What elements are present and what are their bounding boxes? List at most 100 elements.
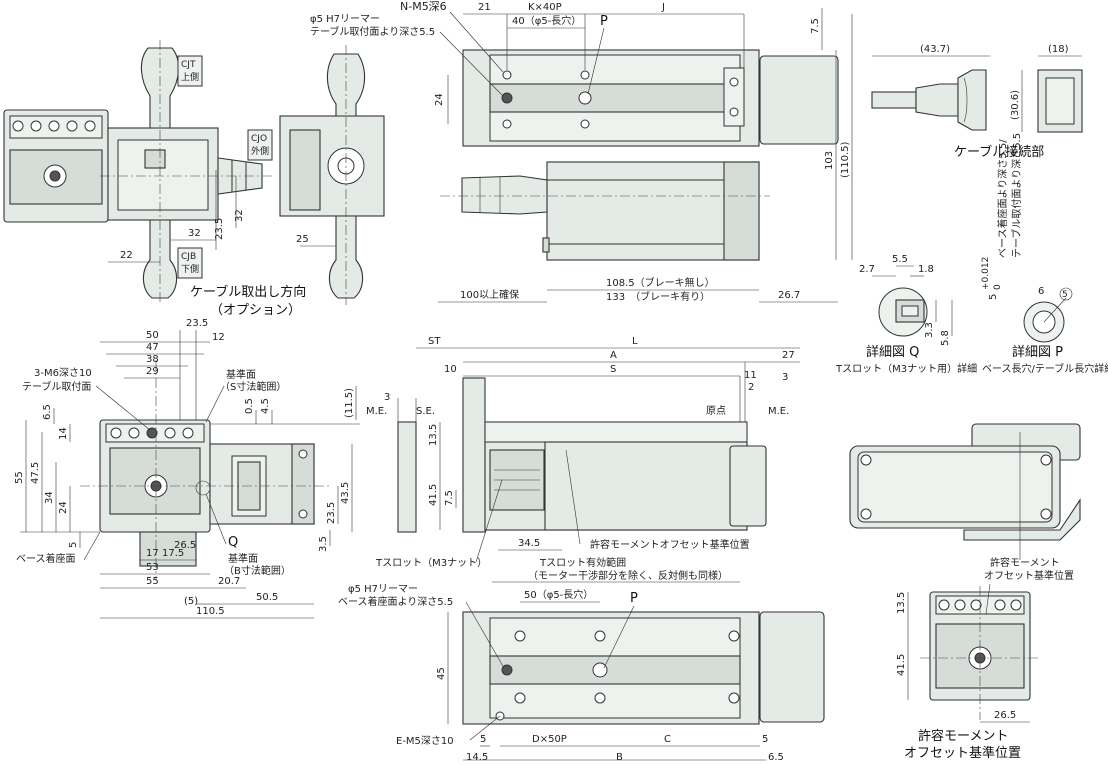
front-end-view: 50 47 38 29 23.5 12 3-M6深さ10 テーブル取付面 基準面… [14, 318, 360, 619]
ref-s-label-2: （S寸法範囲） [220, 380, 286, 393]
dim-47-5: 47.5 [30, 462, 41, 484]
table-face-label: テーブル取付面 [22, 380, 91, 393]
p-bottom-label: P [630, 591, 638, 606]
dim-2-7: 2.7 [859, 264, 875, 275]
dim-p-5: 5 [1062, 290, 1068, 300]
dim-c: C [664, 734, 671, 745]
dim-6-5b: 6.5 [768, 752, 784, 763]
dim-17: 17 [146, 548, 159, 559]
dim-5-5: 5.5 [892, 254, 908, 265]
bottom-plan-view: 50（φ5-長穴） 45 φ5 H7リーマー ベース着座面より深さ5.5 P E… [338, 584, 825, 763]
dim-1-8: 1.8 [918, 264, 934, 275]
moment-ref-mid-label: 許容モーメントオフセット基準位置 [590, 538, 750, 551]
dim-13-5: 13.5 [428, 424, 439, 446]
dim-53: 53 [146, 562, 159, 573]
dim-5b: 5 [68, 542, 79, 548]
dim-103: 103 [824, 151, 835, 170]
dim-50: 50 [146, 330, 159, 341]
dim-26-7: 26.7 [778, 290, 800, 301]
moment-bottom-label-2: オフセット基準位置 [904, 745, 1021, 761]
cable-direction-label: ケーブル取出し方向 [190, 284, 306, 300]
dim-18: (18) [1048, 44, 1069, 55]
dim-22: 22 [120, 250, 133, 261]
base-seat-label: ベース着座面 [16, 552, 76, 565]
q-label: Q [228, 535, 238, 550]
dim-3b: 3 [782, 372, 788, 383]
detail-p-title: 詳細図 P [1012, 344, 1063, 360]
cable-connection-label: ケーブル接続部 [954, 144, 1044, 160]
end-view-cable-options: CJT 上側 CJO 外側 CJB 下側 22 32 23.5 32 ケーブル取… [3, 40, 306, 318]
dim-14: 14 [58, 427, 69, 440]
m6-label: 3-M6深さ10 [34, 367, 92, 379]
dim-50-5: 50.5 [256, 592, 278, 603]
dim-40: 40（φ5-長穴） [512, 14, 581, 27]
moment-right-label-1: 許容モーメント [990, 556, 1060, 569]
tslot-label: Tスロット（M3ナット） [375, 557, 487, 569]
dim-2: 2 [748, 382, 754, 393]
cable-connector-detail: (43.7) (18) (30.6) ケーブル接続部 [871, 44, 1083, 160]
dim-3-5: 3.5 [318, 536, 329, 552]
phi5-top-label-1: φ5 H7リーマー [310, 14, 380, 25]
se-label: S.E. [416, 406, 435, 417]
dim-s: S [610, 364, 616, 375]
moment-bottom-label-1: 許容モーメント [918, 728, 1008, 744]
cjo-label-2: 外側 [251, 145, 269, 157]
dim-5p: (5) [184, 596, 198, 607]
detail-q-subtitle: Tスロット（M3ナット用）詳細 [835, 362, 977, 375]
dim-43-7: (43.7) [920, 44, 950, 55]
dim-23-5a: 23.5 [214, 218, 225, 240]
dim-4-5: 4.5 [260, 398, 271, 414]
side-cable-view: 25 [279, 45, 385, 305]
detail-p: 6 5 5 +0.012 0 ベース着座面より深さ5.5/ テーブル取付面より深… [981, 133, 1108, 375]
dim-kx40p: K×40P [528, 2, 562, 13]
dim-5-8: 5.8 [940, 330, 951, 346]
dim-a: A [610, 350, 617, 361]
dim-110-5: (110.5) [840, 141, 851, 178]
dim-108-5: 108.5（ブレーキ無し） [606, 276, 715, 289]
dim-10: 10 [444, 364, 457, 375]
dim-3-3: 3.3 [924, 322, 935, 338]
dim-p-6: 6 [1038, 286, 1044, 297]
dim-34-5: 34.5 [518, 538, 540, 549]
dim-12: 12 [212, 332, 225, 343]
dim-38: 38 [146, 354, 159, 365]
dim-55v: 55 [14, 471, 25, 484]
depth-tolerance: +0.012 [981, 257, 991, 290]
dim-47: 47 [146, 342, 159, 353]
dim-41-5: 41.5 [428, 484, 439, 506]
tslot-range-label-1: Tスロット有効範囲 [539, 556, 626, 569]
dim-6-5: 6.5 [42, 404, 53, 420]
cable-direction-option: （オプション） [210, 303, 301, 318]
em5-label: E-M5深さ10 [396, 735, 454, 747]
dim-34: 34 [44, 491, 55, 504]
dim-st: ST [428, 336, 441, 347]
dim-24b: 24 [58, 501, 69, 514]
dim-17-5: 17.5 [162, 548, 184, 559]
dim-21: 21 [478, 2, 491, 13]
dim-11: 11 [744, 370, 757, 381]
dim-0-5: 0.5 [244, 398, 255, 414]
dim-23-5b: 23.5 [186, 318, 208, 329]
dim-110-5b: 110.5 [196, 606, 225, 617]
dim-24: 24 [434, 93, 445, 106]
detail-q-title: 詳細図 Q [866, 344, 919, 360]
nm5-label: N-M5深6 [400, 0, 447, 13]
dim-23-5c: 23.5 [326, 502, 337, 524]
dim-45: 45 [436, 667, 447, 680]
phi5-bottom-label-2: ベース着座面より深さ5.5 [338, 595, 453, 608]
dim-7-5b: 7.5 [444, 490, 455, 506]
cjb-label-1: CJB [181, 252, 196, 262]
dim-3a: 3 [384, 392, 390, 403]
dim-b: B [616, 752, 623, 763]
me-right-label: M.E. [768, 406, 789, 417]
moment-right-label-2: オフセット基準位置 [984, 569, 1074, 582]
dim-13-5b: 13.5 [896, 592, 907, 614]
dim-41-5b: 41.5 [896, 654, 907, 676]
origin-label: 原点 [706, 405, 726, 417]
dim-dx50p: D×50P [532, 734, 567, 745]
ref-s-label-1: 基準面 [226, 368, 256, 381]
dim-j: J [661, 2, 665, 13]
dim-29: 29 [146, 366, 159, 377]
phi5-top-label-2: テーブル取付面より深さ5.5 [310, 25, 435, 38]
